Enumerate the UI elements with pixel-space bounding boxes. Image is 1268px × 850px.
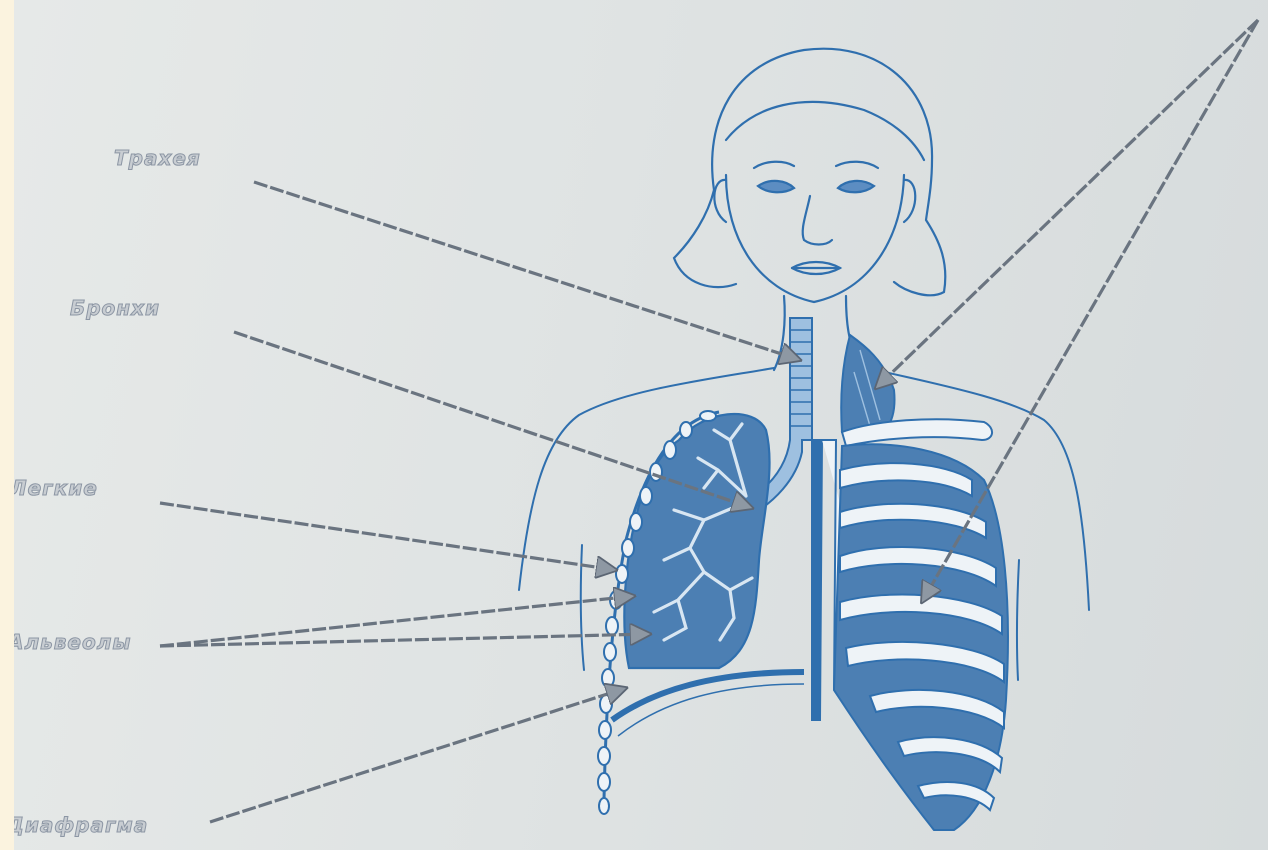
label-trachea: Трахея <box>114 148 201 168</box>
arrow-alveoli-1 <box>160 596 634 646</box>
arrow-muscle <box>876 20 1258 388</box>
arrow-ribs <box>922 20 1258 602</box>
diaphragm <box>612 672 804 736</box>
arrow-bronchi <box>234 332 752 508</box>
label-diaphragm: Диафрагма <box>14 815 148 835</box>
arrow-alveoli-2 <box>160 634 650 646</box>
label-lungs: Легкие <box>14 478 98 498</box>
label-bronchi: Бронхи <box>70 298 160 318</box>
lung-left <box>624 414 769 668</box>
arrow-diaphragm <box>210 688 626 822</box>
arrow-lungs <box>160 503 616 570</box>
shoulder-muscle <box>841 335 894 432</box>
diagram-sheet: Трахея Бронхи Легкие Альвеолы Диафрагма <box>14 0 1268 850</box>
arrow-trachea <box>254 182 800 360</box>
label-alveoli: Альвеолы <box>14 632 131 652</box>
respiratory-system-diagram <box>14 0 1268 850</box>
rib-cage <box>834 444 1008 830</box>
